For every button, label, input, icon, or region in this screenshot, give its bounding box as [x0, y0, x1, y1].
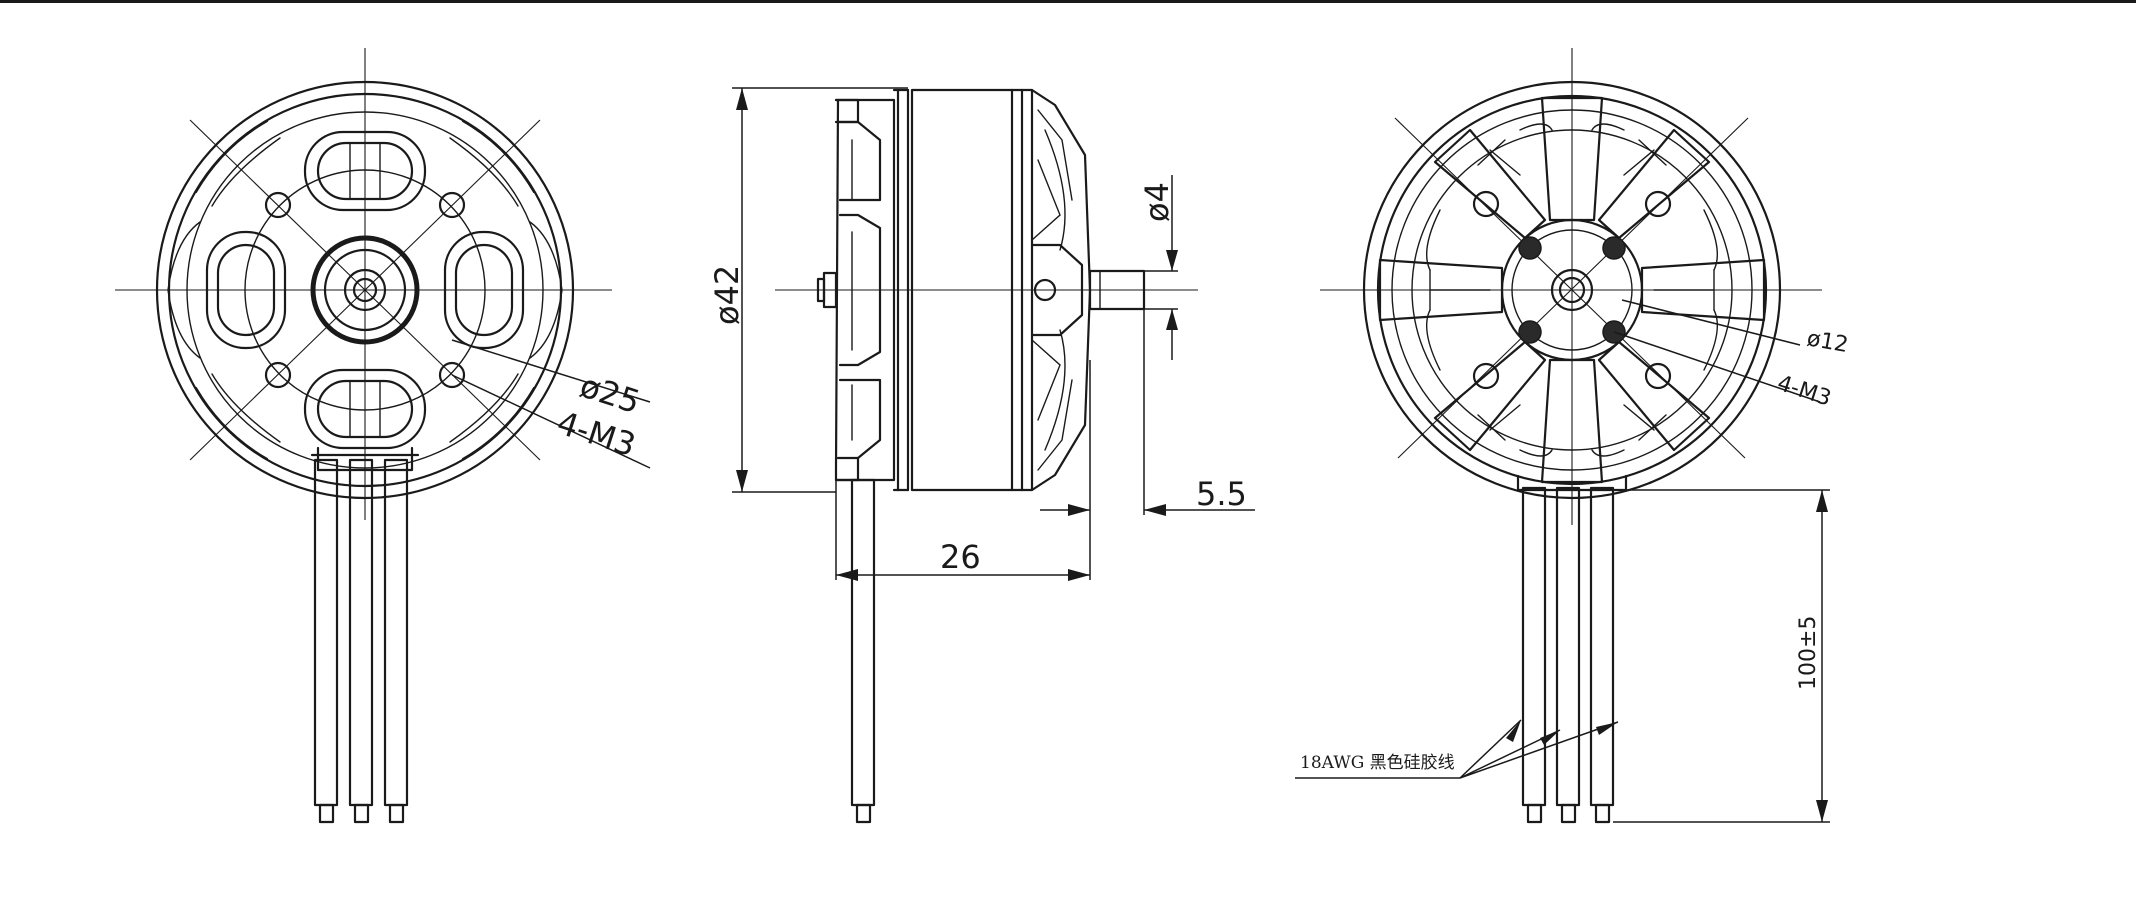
label-wire-note: 18AWG 黑色硅胶线 [1300, 753, 1455, 773]
rear-stator-teeth [1425, 123, 1719, 457]
label-rear-mount-holes: 4-M3 [1774, 371, 1834, 412]
front-cooling-lobes [167, 119, 563, 461]
label-shaft-diameter: ø4 [1138, 182, 1176, 222]
label-shaft-protrusion: 5.5 [1196, 475, 1247, 513]
front-leads [313, 458, 409, 824]
rear-view [1295, 48, 1830, 824]
label-rear-pcd: ø12 [1805, 326, 1850, 358]
rear-outer-holes [1472, 190, 1672, 390]
front-view [115, 48, 651, 824]
side-view [732, 87, 1255, 824]
label-body-diameter: ø42 [708, 265, 746, 325]
front-mount-holes [264, 191, 466, 389]
label-body-length: 26 [940, 538, 981, 576]
rear-m3-holes [1518, 236, 1626, 344]
label-lead-length: 100±5 [1796, 616, 1821, 690]
rear-leads [1521, 486, 1615, 824]
